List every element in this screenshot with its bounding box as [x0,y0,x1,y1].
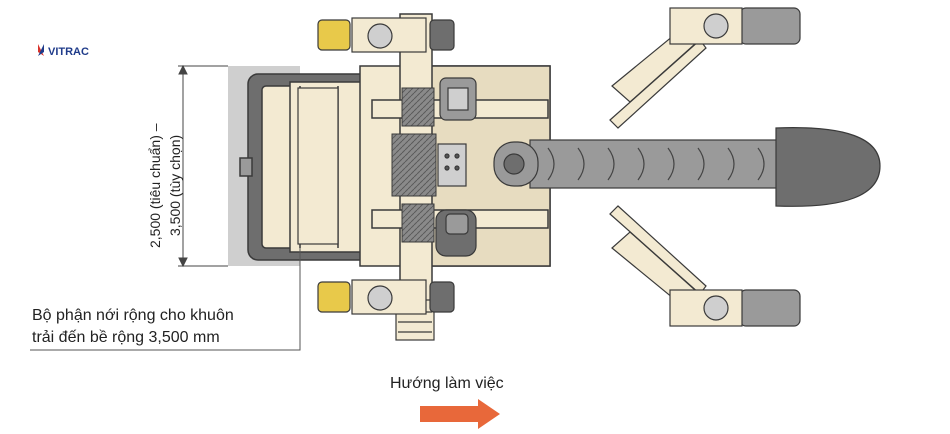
floor-plate-top [401,87,435,127]
floor-plate-bottom [401,203,435,243]
callout-text-line2: trải đến bề rộng 3,500 mm [32,329,220,346]
rear-track-top [317,17,455,53]
dimension-label-standard: 2,500 (tiêu chuẩn) – [147,123,163,248]
control-console [437,77,477,187]
vitrac-logo-icon [38,44,44,56]
rear-track-bottom [317,279,455,315]
direction-arrow-icon [420,399,500,429]
dimension-indicator [178,64,228,268]
front-track-top [669,7,801,45]
brand-name: VITRAC [48,46,89,58]
auger-conveyor [493,127,881,207]
dimension-label-optional: 3,500 (tùy chọn) [167,135,183,236]
mold-extension-part [297,87,339,245]
direction-label: Hướng làm việc [390,375,504,392]
callout-text-line1: Bộ phận nới rộng cho khuôn [32,307,234,324]
front-track-bottom [669,289,801,327]
floor-plate-center [391,133,437,197]
vitrac-logo: VITRAC [38,44,89,58]
callout-line [30,248,301,351]
operator-seat [435,209,477,257]
